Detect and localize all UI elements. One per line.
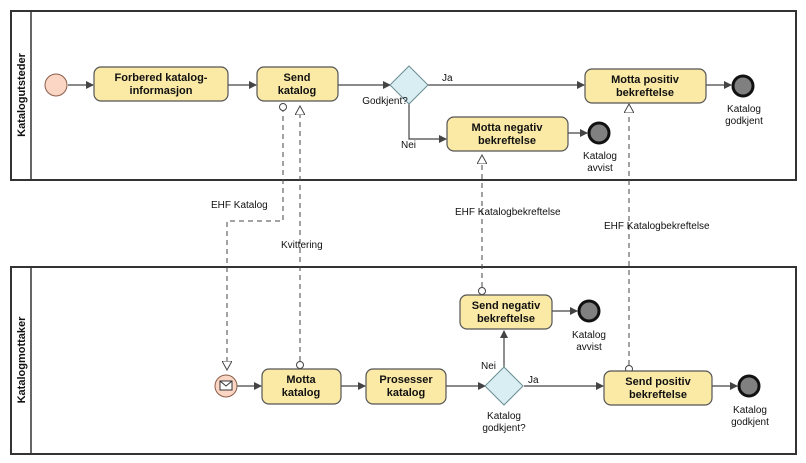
svg-text:Motta positiv: Motta positiv xyxy=(611,74,680,86)
message-label-ehf-pos: EHF Katalogbekreftelse xyxy=(604,221,710,232)
svg-text:avvist: avvist xyxy=(587,163,613,174)
flow-gateway-no xyxy=(408,104,447,143)
end-event-godkjent-top xyxy=(731,74,755,98)
pool-katalogmottaker: Katalogmottaker xyxy=(10,266,797,455)
flow-label-nei-top: Nei xyxy=(401,140,416,151)
task-forbered-katalog[interactable]: Forbered katalog- informasjon xyxy=(93,66,229,102)
svg-text:informasjon: informasjon xyxy=(130,85,193,97)
task-send-katalog[interactable]: Send katalog xyxy=(256,66,339,102)
svg-text:godkjent: godkjent xyxy=(731,417,769,428)
svg-text:Send negativ: Send negativ xyxy=(472,300,541,312)
svg-text:bekreftelse: bekreftelse xyxy=(478,135,536,147)
svg-text:Send: Send xyxy=(284,72,311,84)
svg-text:Katalog: Katalog xyxy=(583,151,617,162)
svg-text:katalog: katalog xyxy=(282,387,321,399)
end-event-avvist-bottom xyxy=(577,299,601,323)
svg-text:katalog: katalog xyxy=(387,387,426,399)
message-flow-ehf-katalog xyxy=(227,107,284,370)
message-start-event xyxy=(214,374,238,398)
task-motta-negativ[interactable]: Motta negativ bekreftelse xyxy=(446,116,569,152)
svg-text:godkjent?: godkjent? xyxy=(482,423,526,434)
svg-text:bekreftelse: bekreftelse xyxy=(616,87,674,99)
task-send-positiv[interactable]: Send positiv bekreftelse xyxy=(603,370,713,406)
end-event-godkjent-bottom xyxy=(737,374,761,398)
svg-text:bekreftelse: bekreftelse xyxy=(477,313,535,325)
svg-text:Motta negativ: Motta negativ xyxy=(472,122,544,134)
gateway-godkjent: Godkjent? xyxy=(362,65,429,107)
message-label-ehf-katalog: EHF Katalog xyxy=(211,200,268,211)
task-send-negativ[interactable]: Send negativ bekreftelse xyxy=(459,294,553,330)
flow-label-ja-top: Ja xyxy=(442,73,453,84)
flow-label-ja-bottom: Ja xyxy=(528,375,539,386)
svg-text:bekreftelse: bekreftelse xyxy=(629,389,687,401)
gateway-label-top: Godkjent? xyxy=(362,96,408,107)
svg-text:katalog: katalog xyxy=(278,85,317,97)
flow-label-nei-bottom: Nei xyxy=(481,361,496,372)
end-event-avvist-top xyxy=(587,121,611,145)
svg-text:Forbered katalog-: Forbered katalog- xyxy=(115,72,208,84)
svg-text:avvist: avvist xyxy=(576,342,602,353)
message-label-kvittering: Kvittering xyxy=(281,240,323,251)
svg-text:Katalog: Katalog xyxy=(487,411,521,422)
task-prosesser-katalog[interactable]: Prosesser katalog xyxy=(365,368,447,405)
pool-label-sender: Katalogutsteder xyxy=(16,52,28,136)
svg-text:Send positiv: Send positiv xyxy=(625,376,691,388)
start-event xyxy=(44,73,68,97)
task-motta-positiv[interactable]: Motta positiv bekreftelse xyxy=(584,68,707,104)
svg-text:Motta: Motta xyxy=(286,374,316,386)
svg-text:Katalog: Katalog xyxy=(727,104,761,115)
pool-label-receiver: Katalogmottaker xyxy=(16,316,28,404)
svg-text:Katalog: Katalog xyxy=(572,330,606,341)
task-motta-katalog[interactable]: Motta katalog xyxy=(261,368,342,405)
message-label-ehf-neg: EHF Katalogbekreftelse xyxy=(455,207,561,218)
svg-text:godkjent: godkjent xyxy=(725,116,763,127)
gateway-katalog-godkjent: Katalog godkjent? xyxy=(482,366,526,434)
svg-text:Prosesser: Prosesser xyxy=(379,374,433,386)
svg-text:Katalog: Katalog xyxy=(733,405,767,416)
